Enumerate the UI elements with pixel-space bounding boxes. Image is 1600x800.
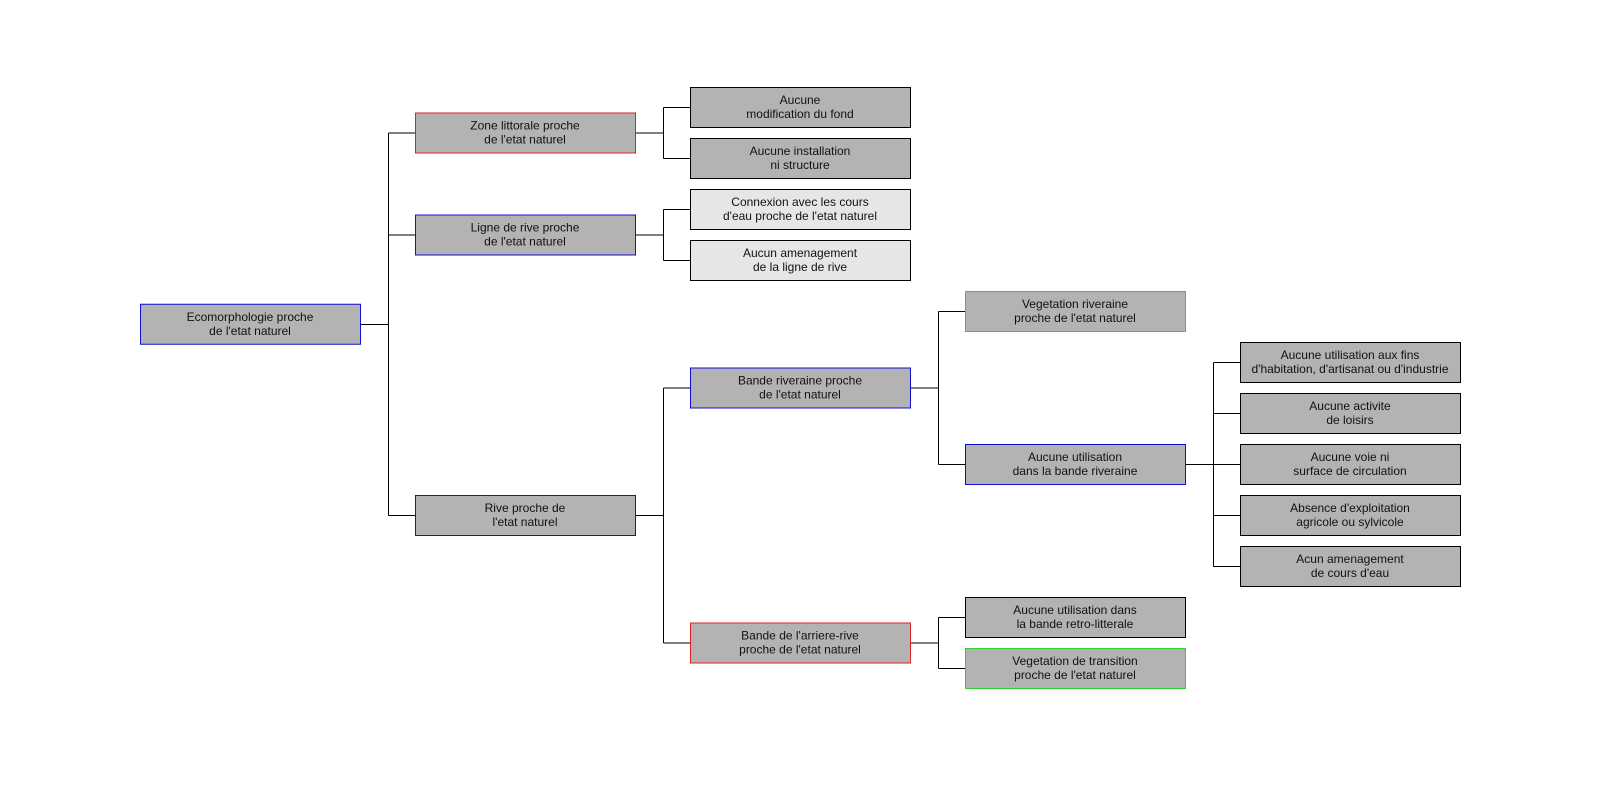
node-label-line: ni structure: [770, 158, 830, 172]
node-label-line: de l'etat naturel: [484, 235, 566, 249]
node-label-line: Aucune utilisation aux fins: [1281, 348, 1420, 362]
node-label-line: la bande retro-litterale: [1017, 617, 1134, 631]
node-label-line: Bande de l'arriere-rive: [741, 629, 859, 643]
node-box: [415, 112, 636, 154]
node-label-line: dans la bande riveraine: [1013, 464, 1138, 478]
node-label-line: proche de l'etat naturel: [1014, 311, 1136, 325]
node-label-line: de cours d'eau: [1311, 566, 1389, 580]
node-label-line: Acun amenagement: [1296, 552, 1404, 566]
node-box: [1240, 342, 1461, 383]
node-label-line: de l'etat naturel: [209, 324, 291, 338]
node-label-line: Rive proche de: [485, 501, 566, 515]
node-box: [1240, 495, 1461, 536]
node-label-line: de loisirs: [1326, 413, 1373, 427]
node-box: [415, 214, 636, 256]
node-box: [965, 291, 1186, 332]
node-box: [965, 444, 1186, 485]
node-label-line: Vegetation de transition: [1012, 654, 1137, 668]
node-label-line: Bande riveraine proche: [738, 374, 862, 388]
node-label-line: proche de l'etat naturel: [1014, 668, 1136, 682]
node-label-line: Aucune utilisation dans: [1013, 603, 1136, 617]
node-label-line: Vegetation riveraine: [1022, 297, 1128, 311]
node-box: [1240, 444, 1461, 485]
node-box: [690, 87, 911, 128]
node-box: [690, 367, 911, 409]
node-label-line: proche de l'etat naturel: [739, 643, 861, 657]
node-box: [690, 189, 911, 230]
node-label-line: surface de circulation: [1293, 464, 1406, 478]
node-label-line: de la ligne de rive: [753, 260, 847, 274]
node-label-line: Aucune: [780, 93, 821, 107]
node-label-line: Aucune utilisation: [1028, 450, 1122, 464]
node-box: [1240, 546, 1461, 587]
node-label-line: de l'etat naturel: [484, 133, 566, 147]
node-box: [690, 240, 911, 281]
node-label-line: Aucun amenagement: [743, 246, 858, 260]
node-box: [140, 303, 361, 345]
connector-lines: [360, 107, 1240, 669]
node-label-line: modification du fond: [746, 107, 853, 121]
node-label-line: d'habitation, d'artisanat ou d'industrie: [1251, 362, 1448, 376]
node-box: [965, 597, 1186, 638]
node-label-line: Ecomorphologie proche: [187, 310, 314, 324]
node-label-line: agricole ou sylvicole: [1296, 515, 1404, 529]
node-box: [690, 138, 911, 179]
node-label-line: Ligne de rive proche: [471, 221, 580, 235]
node-label-line: l'etat naturel: [493, 515, 558, 529]
node-label-line: d'eau proche de l'etat naturel: [723, 209, 877, 223]
node-box: [415, 495, 636, 536]
node-label-line: Aucune activite: [1309, 399, 1391, 413]
node-box: [690, 622, 911, 664]
node-label-line: Aucune voie ni: [1311, 450, 1390, 464]
node-label-line: Zone littorale proche: [470, 119, 580, 133]
node-box: [1240, 393, 1461, 434]
node-label-line: Aucune installation: [750, 144, 851, 158]
node-label-line: Connexion avec les cours: [731, 195, 868, 209]
node-label-line: de l'etat naturel: [759, 388, 841, 402]
node-box: [965, 648, 1186, 689]
node-label-line: Absence d'exploitation: [1290, 501, 1410, 515]
